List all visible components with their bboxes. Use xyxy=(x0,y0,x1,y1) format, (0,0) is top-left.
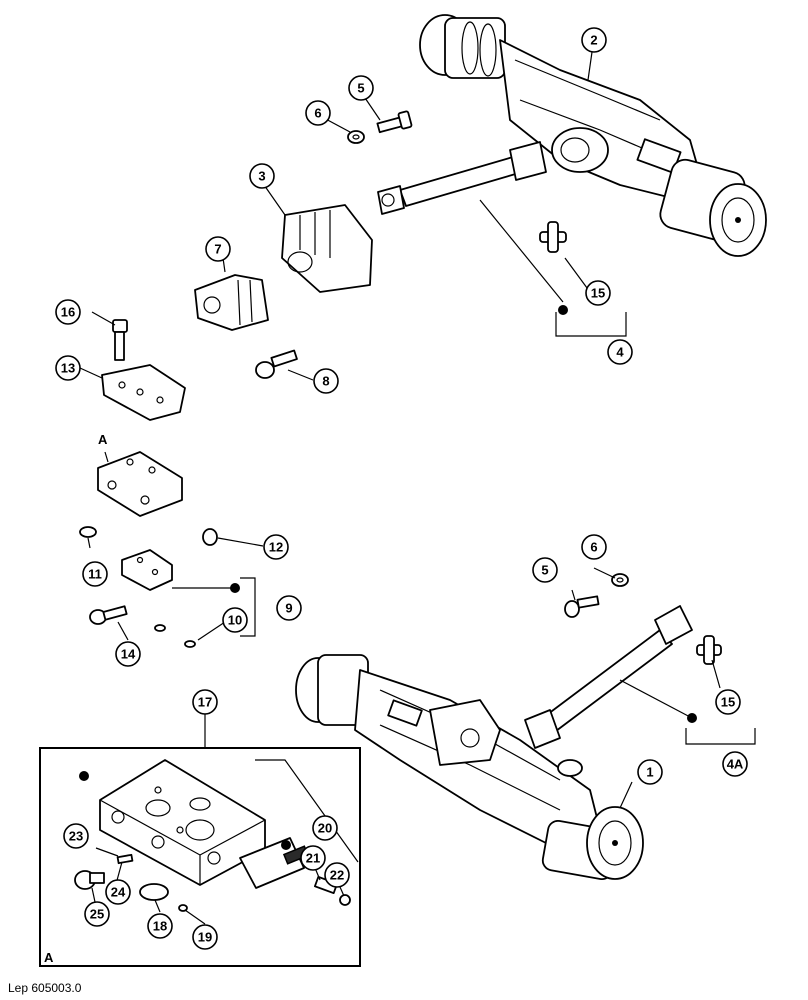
svg-text:21: 21 xyxy=(306,851,320,866)
svg-text:24: 24 xyxy=(111,885,126,900)
callout-22: 22 xyxy=(324,862,350,888)
callout-10: 10 xyxy=(222,607,248,633)
leader-lines xyxy=(79,51,756,925)
callout-25: 25 xyxy=(84,901,110,927)
valve-block-a xyxy=(97,451,183,517)
bolt-14 xyxy=(89,605,128,625)
callout-6-top: 6 xyxy=(305,100,331,126)
svg-text:6: 6 xyxy=(590,540,597,555)
svg-text:2: 2 xyxy=(590,33,597,48)
universal-joint-spider-front xyxy=(696,635,722,665)
washer-top xyxy=(347,130,365,144)
callout-2: 2 xyxy=(581,27,607,53)
svg-text:10: 10 xyxy=(228,613,242,628)
callout-3: 3 xyxy=(249,163,275,189)
svg-text:18: 18 xyxy=(153,919,167,934)
svg-text:19: 19 xyxy=(198,930,212,945)
svg-text:11: 11 xyxy=(88,567,102,582)
callout-20: 20 xyxy=(312,815,338,841)
seal-18 xyxy=(139,883,169,901)
callout-6-front: 6 xyxy=(581,534,607,560)
callout-5-top: 5 xyxy=(348,75,374,101)
callout-7: 7 xyxy=(205,236,231,262)
svg-text:25: 25 xyxy=(90,907,104,922)
fitting-22 xyxy=(339,894,351,906)
front-drive-shaft xyxy=(524,605,693,749)
svg-text:5: 5 xyxy=(357,81,364,96)
svg-text:8: 8 xyxy=(322,374,329,389)
solenoid-cartridge xyxy=(239,837,310,889)
bolt-front xyxy=(564,595,600,618)
svg-text:1: 1 xyxy=(646,765,653,780)
valve-manifold-17 xyxy=(99,759,266,886)
callout-13: 13 xyxy=(55,355,81,381)
svg-text:16: 16 xyxy=(61,305,75,320)
pump-bolt xyxy=(255,349,298,379)
rear-drive-shaft xyxy=(377,141,547,215)
callout-4a: 4A xyxy=(722,751,748,777)
rear-axle xyxy=(419,14,767,257)
callout-15-top: 15 xyxy=(585,280,611,306)
callout-21: 21 xyxy=(300,845,326,871)
svg-text:4A: 4A xyxy=(727,757,744,772)
plug-25 xyxy=(74,870,105,890)
seal-19 xyxy=(178,904,188,912)
valve-block-13 xyxy=(101,364,186,421)
o-ring-12 xyxy=(202,528,218,546)
o-ring-10a xyxy=(154,624,166,632)
callout-4: 4 xyxy=(607,339,633,365)
detail-a-label: A xyxy=(98,432,108,447)
callout-23: 23 xyxy=(63,823,89,849)
svg-text:20: 20 xyxy=(318,821,332,836)
svg-text:7: 7 xyxy=(214,242,221,257)
svg-text:14: 14 xyxy=(121,647,136,662)
svg-text:9: 9 xyxy=(285,601,292,616)
o-ring-10b xyxy=(184,640,196,648)
svg-text:6: 6 xyxy=(314,106,321,121)
callout-15-front: 15 xyxy=(715,689,741,715)
svg-text:13: 13 xyxy=(61,361,75,376)
callout-17: 17 xyxy=(192,689,218,715)
svg-text:15: 15 xyxy=(721,695,735,710)
svg-text:22: 22 xyxy=(330,868,344,883)
pin-24 xyxy=(116,853,134,865)
svg-text:15: 15 xyxy=(591,286,605,301)
callout-5-front: 5 xyxy=(532,557,558,583)
valve-bolt-16 xyxy=(112,319,128,361)
callout-11: 11 xyxy=(82,561,108,587)
callout-12: 12 xyxy=(263,534,289,560)
callout-8: 8 xyxy=(313,368,339,394)
svg-text:23: 23 xyxy=(69,829,83,844)
callout-1: 1 xyxy=(637,759,663,785)
svg-text:5: 5 xyxy=(541,563,548,578)
reference-code: Lep 605003.0 xyxy=(8,981,82,995)
washer-front xyxy=(611,573,629,587)
universal-joint-spider-top xyxy=(539,221,567,253)
callout-18: 18 xyxy=(147,913,173,939)
svg-text:3: 3 xyxy=(258,169,265,184)
svg-text:4: 4 xyxy=(616,345,624,360)
callout-24: 24 xyxy=(105,879,131,905)
bolt-top xyxy=(376,110,413,134)
reference-dots xyxy=(79,305,697,850)
svg-text:17: 17 xyxy=(198,695,212,710)
hydraulic-pump xyxy=(194,274,269,331)
detail-a-frame xyxy=(39,747,361,967)
callout-16: 16 xyxy=(55,299,81,325)
callout-19: 19 xyxy=(192,924,218,950)
svg-text:12: 12 xyxy=(269,540,283,555)
transmission xyxy=(281,204,373,293)
front-axle xyxy=(295,654,644,881)
inset-a-label: A xyxy=(44,950,54,965)
o-ring-11 xyxy=(79,526,97,538)
callout-9: 9 xyxy=(276,595,302,621)
callout-14: 14 xyxy=(115,641,141,667)
adapter-block-9 xyxy=(121,549,173,591)
